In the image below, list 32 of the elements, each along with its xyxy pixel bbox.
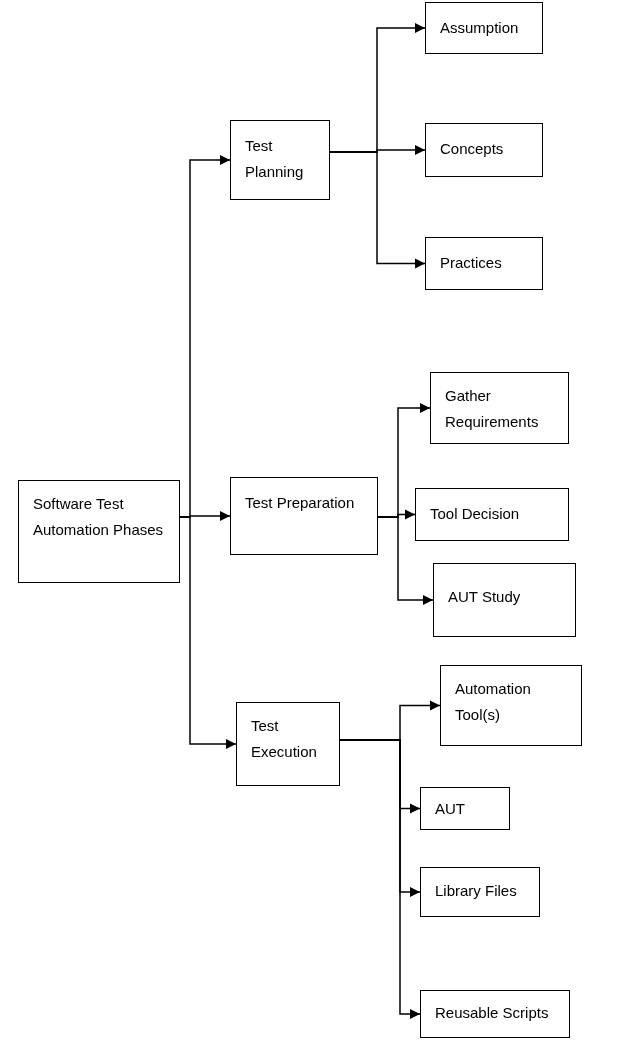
process-box bbox=[415, 488, 569, 541]
connector-arrow bbox=[339, 739, 421, 1020]
box-label: Automation Tool(s) bbox=[455, 679, 532, 725]
process-box bbox=[18, 480, 180, 583]
process-box bbox=[430, 372, 569, 444]
box-label: AUT bbox=[435, 799, 466, 819]
process-box bbox=[420, 787, 510, 830]
process-box bbox=[433, 563, 576, 637]
box-label: Test Planning bbox=[245, 136, 305, 182]
box-label: Gather Requirements bbox=[445, 386, 540, 432]
process-box bbox=[230, 477, 378, 555]
box-label: Test Execution bbox=[251, 716, 318, 762]
process-box bbox=[236, 702, 340, 786]
box-label: Library Files bbox=[435, 881, 518, 901]
connector-arrow bbox=[329, 151, 426, 269]
box-label: Practices bbox=[440, 253, 503, 273]
box-label: Concepts bbox=[440, 139, 505, 159]
process-box bbox=[425, 237, 543, 290]
box-label: Assumption bbox=[440, 18, 520, 38]
connector-arrow bbox=[377, 516, 434, 606]
process-box bbox=[425, 2, 543, 54]
process-box bbox=[230, 120, 330, 200]
process-box bbox=[420, 990, 570, 1038]
process-box bbox=[420, 867, 540, 917]
box-label: AUT Study bbox=[448, 587, 522, 607]
box-label: Software Test Automation Phases bbox=[33, 494, 165, 540]
connector-arrow bbox=[179, 516, 237, 750]
process-box bbox=[440, 665, 582, 746]
box-label: Test Preparation bbox=[245, 493, 356, 513]
box-label: Tool Decision bbox=[430, 504, 521, 524]
process-box bbox=[425, 123, 543, 177]
box-label: Reusable Scripts bbox=[435, 1003, 550, 1023]
